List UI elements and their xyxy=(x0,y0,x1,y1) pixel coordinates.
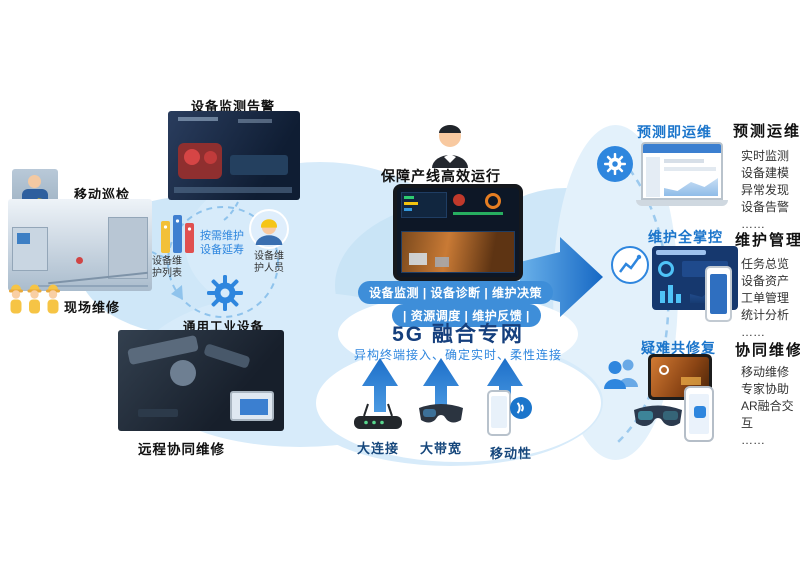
nfc-phone-icon xyxy=(487,388,535,438)
cycle-dashed-circle xyxy=(167,206,279,318)
pillar-label-mobility: 移动性 xyxy=(489,446,532,461)
mobile-phone-graphic xyxy=(684,386,714,442)
list-item: 设备资产 xyxy=(741,274,790,288)
folders-icon xyxy=(161,215,194,253)
ar-tablet-graphic xyxy=(648,354,712,400)
list-item: …… xyxy=(741,433,765,447)
list-item: AR融合交互 xyxy=(741,399,794,430)
badge-collaborative: 疑难共修复 xyxy=(641,340,716,356)
label-maintenance-list: 设备维护列表 xyxy=(152,256,182,279)
label-monitor-alarm: 设备监测告警 xyxy=(191,99,276,114)
up-arrow-bandwidth xyxy=(423,358,459,412)
dashed-link xyxy=(151,251,170,260)
label-ondemand: 按需维护 设备延寿 xyxy=(196,229,248,257)
list-item: …… xyxy=(741,325,765,339)
badge-predictive: 预测即运维 xyxy=(637,124,712,140)
collaborative-items: 移动维修 专家协助 AR融合交互 …… xyxy=(741,364,800,449)
analytics-chart-icon xyxy=(611,246,649,284)
label-remote-repair: 远程协同维修 xyxy=(138,442,225,457)
phone-graphic xyxy=(705,266,732,322)
ar-glasses-icon xyxy=(419,404,463,423)
label-personnel: 设备维护人员 xyxy=(254,251,284,274)
predictive-items: 实时监测 设备建模 异常发现 设备告警 …… xyxy=(741,148,789,233)
list-item: 任务总览 xyxy=(741,257,790,271)
predictive-gear-icon xyxy=(597,146,633,182)
list-item: 工单管理 xyxy=(741,291,790,305)
ondemand-line2: 设备延寿 xyxy=(200,244,244,256)
list-item: …… xyxy=(741,217,765,231)
list-item: 统计分析 xyxy=(741,308,790,322)
factory-floor-photo xyxy=(8,199,152,291)
ondemand-line1: 按需维护 xyxy=(200,230,244,242)
list-item: 设备告警 xyxy=(741,200,790,214)
list-item: 实时监测 xyxy=(741,149,790,163)
remote-repair-photo xyxy=(118,330,284,431)
dashed-link xyxy=(223,201,239,221)
router-icon xyxy=(354,403,402,429)
factory-monitor-photo xyxy=(168,111,300,200)
control-tablet-graphic xyxy=(393,184,523,281)
title-predictive: 预测运维 xyxy=(733,123,800,140)
pillar-label-connection: 大连接 xyxy=(356,441,399,456)
label-onsite-repair: 现场维修 xyxy=(64,300,121,315)
cycle-arrowhead xyxy=(171,285,183,300)
capability-pill-2: | 资源调度 | 维护反馈 | xyxy=(392,304,541,327)
maintenance-person-avatar xyxy=(249,209,289,249)
list-item: 设备建模 xyxy=(741,166,790,180)
people-icon xyxy=(604,359,638,389)
title-collaborative: 协同维修 xyxy=(735,342,800,359)
smart-glasses-icon xyxy=(634,405,682,426)
badge-control: 维护全掌控 xyxy=(648,229,723,245)
pillar-label-bandwidth: 大带宽 xyxy=(419,441,462,456)
management-items: 任务总览 设备资产 工单管理 统计分析 …… xyxy=(741,256,789,341)
laptop-graphic xyxy=(636,142,728,214)
network-title: 5G 融合专网 xyxy=(392,323,524,346)
list-item: 移动维修 xyxy=(741,365,790,379)
network-subtitle: 异构终端接入、确定实时、柔性连接 xyxy=(353,348,562,362)
title-management: 维护管理 xyxy=(735,232,800,249)
list-item: 异常发现 xyxy=(741,183,790,197)
gear-icon xyxy=(207,275,243,311)
up-arrow-connection xyxy=(362,358,398,412)
workers-group-icon xyxy=(9,284,60,314)
capability-pill-1: 设备监测 | 设备诊断 | 维护决策 xyxy=(358,281,554,304)
center-headline: 保障产线高效运行 xyxy=(381,168,501,184)
white-cloud xyxy=(316,344,601,462)
up-arrow-mobility xyxy=(487,358,523,412)
list-item: 专家协助 xyxy=(741,382,790,396)
manager-avatar xyxy=(432,125,468,168)
label-mobile-inspection: 移动巡检 xyxy=(74,187,131,202)
